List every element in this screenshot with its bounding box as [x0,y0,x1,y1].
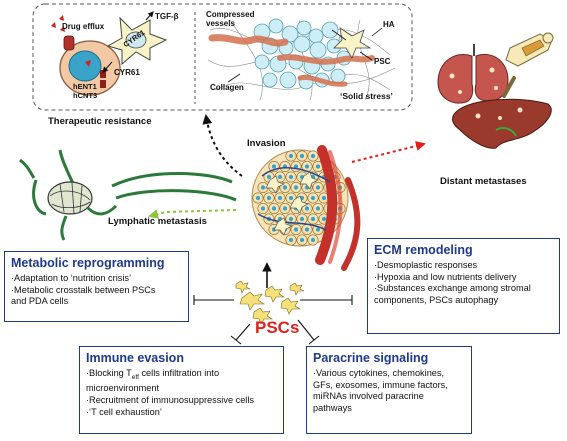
tumor-cell-nucleus [315,206,321,211]
tumor-cell-nucleus [266,195,272,201]
tumor-cell-nucleus [277,174,283,180]
psc-label: PSC [374,57,391,66]
paracrine-signaling-box: Paracrine signaling ·Various cytokines, … [306,346,472,434]
invasion-label: Invasion [247,138,286,149]
tumor-cell-nucleus [271,164,277,169]
tumor-cell-nucleus [260,206,266,211]
tumor-cell-nucleus [288,153,294,159]
distant-metastases-arrow [351,141,426,163]
immune-item-1: ·Blocking Teff cells infiltration into m… [86,368,220,394]
tumor-cell-nucleus [299,237,305,243]
tumor-cell-nucleus [315,185,321,190]
ecm-remodeling-box: ECM remodeling ·Desmoplastic responses ·… [367,238,560,334]
liver-illustration [452,98,552,149]
psc-cluster [235,280,305,325]
tumor-mass [111,145,361,271]
tumor-cell-nucleus [288,216,294,222]
tumor-cell-nucleus [282,206,288,211]
ecm-remodeling-title: ECM remodeling [374,243,473,257]
ha-label: HA [383,20,395,29]
distant-metastases-label: Distant metastases [440,176,527,187]
compressed-vessels-illustration [207,18,396,101]
tumor-cell-nucleus [310,195,316,201]
tumor-cell-nucleus [288,237,294,243]
immune-evasion-title: Immune evasion [86,351,184,365]
tumor-cell-nucleus [293,227,299,232]
hent1-label: hENT1 [73,82,97,91]
bone-illustration [502,32,554,98]
tumor-cell-nucleus [271,206,277,211]
immune-item-3: ·‘T cell exhaustion’ [86,406,162,417]
psc-star-cell [102,11,168,73]
tumor-cell-nucleus [321,195,327,201]
metabolic-reprogramming-title: Metabolic reprogramming [11,256,165,270]
pscs-label: PSCs [255,318,300,337]
resistance-panel-frame [32,3,413,111]
tumor-cell-nucleus [255,195,261,201]
therapeutic-resistance-arrow [202,114,243,177]
tumor-cell-nucleus [299,216,305,222]
tumor-cell-nucleus [288,195,294,201]
teff-subscript: eff [131,373,139,381]
tumor-cell-nucleus [310,153,316,159]
compressed-vessels-label: Compressed vessels [206,10,255,28]
hcnt3-label: hCNT3 [73,91,98,100]
metabolic-item-2: ·Metabolic crosstalk between PSCs and PD… [11,284,156,307]
tumor-cell-nucleus [304,164,310,169]
lymph-node-illustration [19,149,118,241]
lungs-illustration [437,44,509,104]
metabolic-reprogramming-box: Metabolic reprogramming ·Adaptation to ‘… [4,251,189,322]
inhibit-connectors [193,295,353,345]
lymphatic-metastasis-label: Lymphatic metastasis [108,216,207,227]
collagen-label: Collagen [210,83,244,92]
tumor-cell-nucleus [315,164,321,169]
tgf-beta-label: TGF-β [155,12,179,21]
solid-stress-label: ‘Solid stress’ [340,91,393,101]
metabolic-item-1: ·Adaptation to ‘nutrition crisis’ [11,273,132,283]
tumor-cell-nucleus [288,174,294,180]
tumor-cell-nucleus [260,185,266,190]
ecm-item-3: ·Substances exchange among stromal compo… [374,283,531,305]
tumor-cell-nucleus [266,174,272,180]
paracrine-signaling-title: Paracrine signaling [313,351,429,365]
tumor-cell-nucleus [310,216,316,222]
tumor-cell-nucleus [299,153,305,159]
tumor-cell-nucleus [315,227,321,232]
tumor-cell-nucleus [321,216,327,222]
cyr61-arrow-label: CYR61 [114,68,140,77]
tumor-cell-nucleus [293,185,299,190]
immune-item-2: ·Recruitment of immunosuppressive cells [86,395,254,406]
therapeutic-resistance-label: Therapeutic resistance [48,116,152,127]
tumor-cell-nucleus [310,237,316,243]
immune-evasion-box: Immune evasion ·Blocking Teff cells infi… [79,346,284,434]
tumor-cell-nucleus [304,206,310,211]
drug-efflux-label: Drug efflux [62,22,105,31]
tumor-cell-nucleus [304,227,310,232]
ecm-item-2: ·Hypoxia and low nutrients delivery [374,271,517,282]
tumor-cell-nucleus [282,185,288,190]
ecm-item-1: ·Desmoplastic responses [374,260,478,270]
tumor-cell-illustration [51,15,121,96]
paracrine-item-1: ·Various cytokines, chemokines, GFs, exo… [313,368,448,413]
tumor-cell-nucleus [277,195,283,201]
